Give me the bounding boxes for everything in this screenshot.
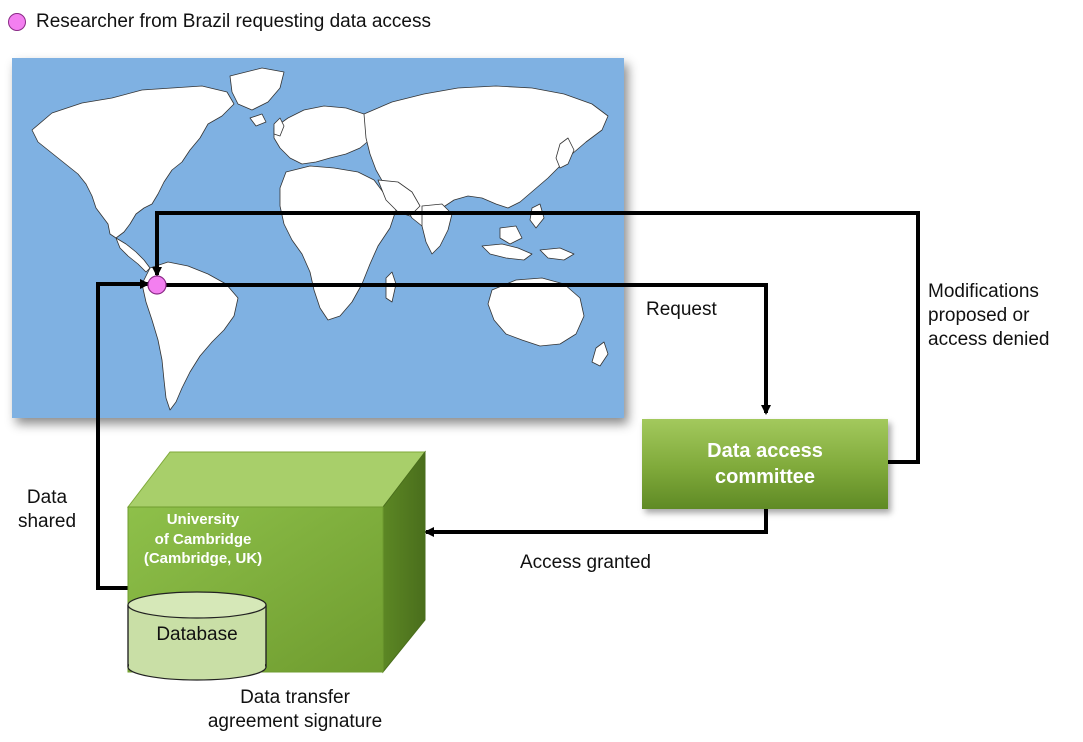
researcher-marker xyxy=(147,275,167,295)
researcher-marker-icon xyxy=(8,13,26,31)
north-america-shape xyxy=(31,85,235,239)
transfer-line1: Data transfer xyxy=(240,687,350,708)
japan-shape xyxy=(555,137,575,169)
greenland-shape xyxy=(229,67,285,111)
university-label-line1: University xyxy=(166,511,240,528)
data-shared-label: Data shared xyxy=(4,486,90,534)
modifications-line2: proposed or xyxy=(928,304,1030,326)
modifications-label: Modifications proposed or access denied xyxy=(928,280,1049,351)
modifications-line3: access denied xyxy=(928,328,1050,350)
legend-text: Researcher from Brazil requesting data a… xyxy=(36,11,431,32)
access-granted-label: Access granted xyxy=(520,552,651,573)
legend: Researcher from Brazil requesting data a… xyxy=(8,8,431,36)
iceland-shape xyxy=(249,113,267,127)
transfer-label: Data transfer agreement signature xyxy=(170,686,420,734)
committee-line2: committee xyxy=(714,466,816,488)
committee-line1: Data access xyxy=(707,440,823,462)
central-america-shape xyxy=(115,237,151,273)
modifications-line1: Modifications xyxy=(928,281,1039,302)
database-top xyxy=(127,591,267,619)
request-label: Request xyxy=(646,299,717,320)
university-label: University of Cambridge (Cambridge, UK) xyxy=(128,510,278,569)
data-access-committee-box: Data access committee xyxy=(642,419,888,509)
data-shared-line2: shared xyxy=(17,510,77,532)
transfer-line2: agreement signature xyxy=(207,710,383,732)
university-label-line3: (Cambridge, UK) xyxy=(143,550,263,567)
uk-shape xyxy=(273,117,285,137)
database-label: Database xyxy=(156,624,238,645)
data-shared-line1: Data xyxy=(26,487,68,508)
cube-top-face xyxy=(126,451,427,508)
europe-shape xyxy=(273,105,379,165)
university-label-line2: of Cambridge xyxy=(154,530,252,548)
